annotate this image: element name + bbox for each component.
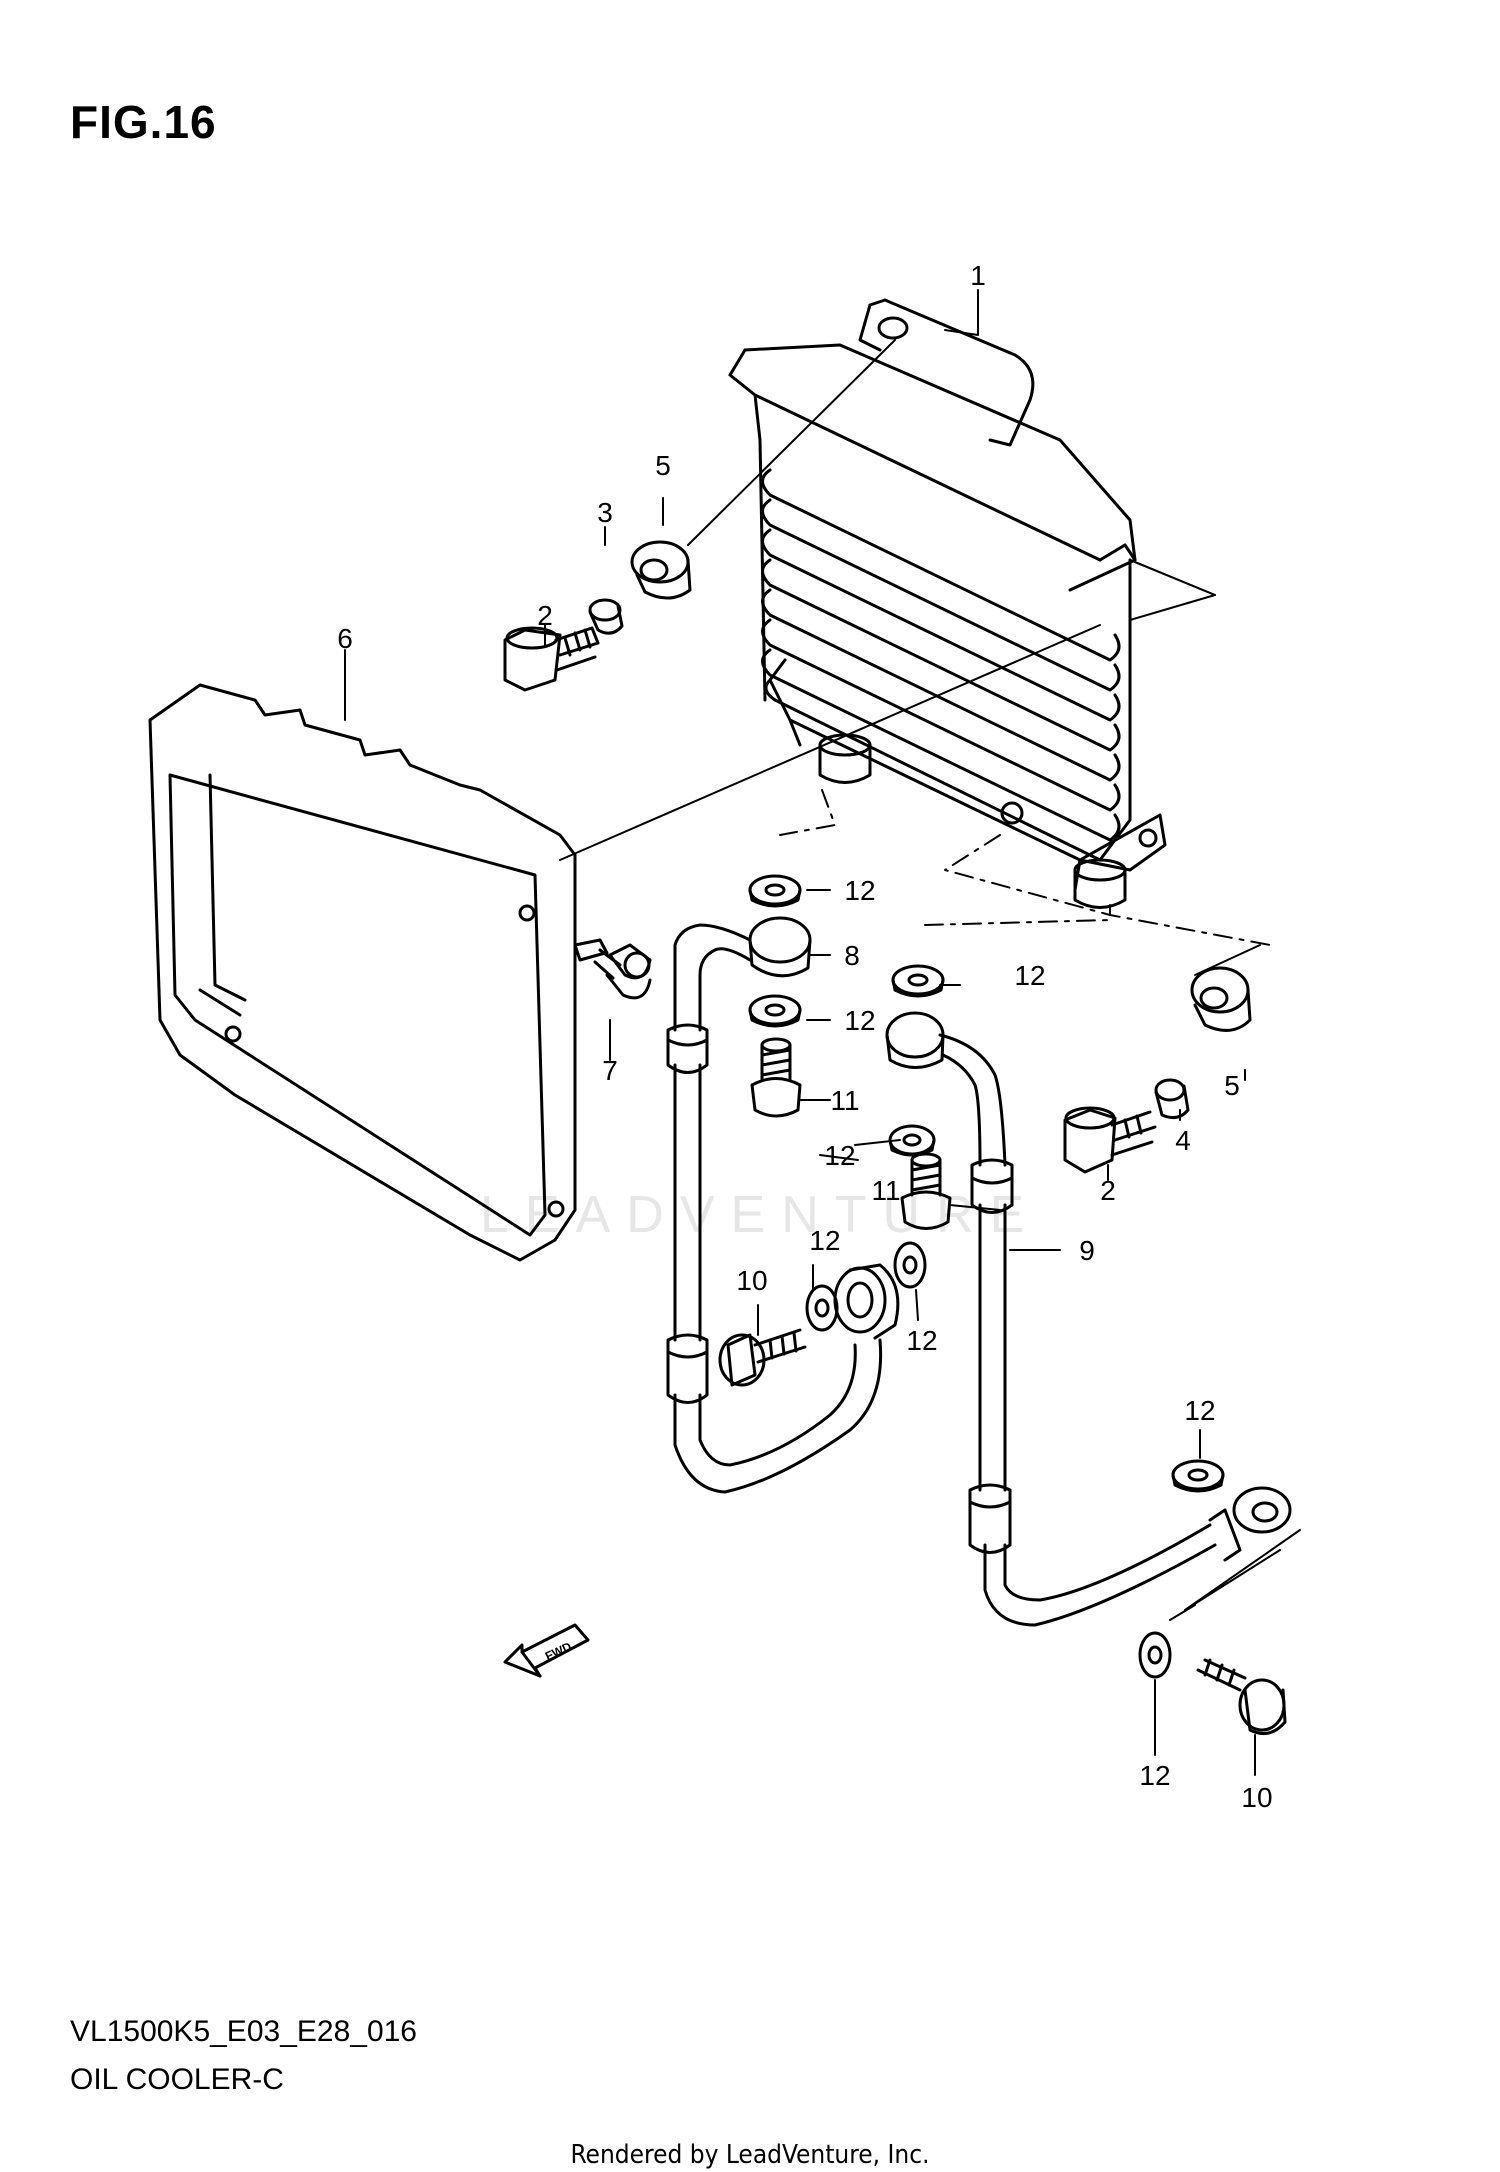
leader-lines bbox=[344, 289, 1301, 1776]
section-name: OIL COOLER-C bbox=[70, 2063, 284, 2096]
cushion-lower[interactable] bbox=[1190, 966, 1252, 1032]
callout-5-upper: 5 bbox=[655, 450, 671, 481]
callout-12-g: 12 bbox=[1184, 1395, 1215, 1426]
callout-10-a: 10 bbox=[736, 1265, 767, 1296]
model-code: VL1500K5_E03_E28_016 bbox=[70, 2015, 417, 2048]
callout-2-lower: 2 bbox=[1100, 1175, 1116, 1206]
callout-3: 3 bbox=[597, 497, 613, 528]
oil-cooler-core[interactable] bbox=[728, 298, 1167, 909]
callout-5-lower: 5 bbox=[1224, 1070, 1240, 1101]
callout-8: 8 bbox=[844, 940, 860, 971]
callout-12-a: 12 bbox=[844, 875, 875, 906]
callout-11-a: 11 bbox=[830, 1085, 859, 1116]
gasket-12-e[interactable] bbox=[805, 1284, 839, 1332]
gasket-12-b[interactable] bbox=[748, 994, 802, 1028]
gasket-12-c[interactable] bbox=[891, 964, 945, 998]
gasket-12-g[interactable] bbox=[1171, 1459, 1225, 1493]
callout-12-b: 12 bbox=[844, 1005, 875, 1036]
bolt-10-b[interactable] bbox=[1196, 1658, 1287, 1736]
union-bolt-11-a[interactable] bbox=[750, 1037, 802, 1118]
callout-2-upper: 2 bbox=[537, 600, 553, 631]
oil-cooler-shroud[interactable] bbox=[148, 683, 577, 1262]
union-bolt-11-b[interactable] bbox=[900, 1152, 952, 1230]
callout-6: 6 bbox=[337, 623, 353, 654]
rendered-by-credit: Rendered by LeadVenture, Inc. bbox=[570, 2140, 930, 2170]
gasket-12-d[interactable] bbox=[888, 1124, 936, 1157]
collar-upper[interactable] bbox=[588, 598, 624, 635]
bolt-shroud[interactable] bbox=[573, 938, 652, 1000]
callout-7: 7 bbox=[602, 1055, 618, 1086]
gasket-12-a[interactable] bbox=[748, 874, 802, 908]
callout-labels: 1 2 3 5 6 12 8 12 7 11 12 11 12 10 12 5 … bbox=[337, 260, 1272, 1813]
callout-4: 4 bbox=[1175, 1125, 1191, 1156]
callout-12-e: 12 bbox=[906, 1325, 937, 1356]
callout-12-d: 12 bbox=[809, 1225, 840, 1256]
callout-10-b: 10 bbox=[1241, 1782, 1272, 1813]
bolt-upper[interactable] bbox=[503, 626, 600, 692]
callout-9: 9 bbox=[1079, 1235, 1095, 1266]
cushion-upper[interactable] bbox=[630, 540, 692, 600]
callout-12-c: 12 bbox=[824, 1140, 855, 1171]
oil-hose-inlet[interactable] bbox=[666, 916, 900, 1494]
bolt-lower[interactable] bbox=[1063, 1106, 1157, 1174]
oil-hose-outlet[interactable] bbox=[885, 1011, 1292, 1627]
collar-lower[interactable] bbox=[1154, 1078, 1190, 1120]
figure-title: FIG.16 bbox=[70, 96, 217, 148]
forward-arrow-icon bbox=[503, 1623, 590, 1678]
callout-1: 1 bbox=[970, 260, 986, 291]
gasket-12-h[interactable] bbox=[1138, 1631, 1172, 1679]
callout-12-h: 12 bbox=[1139, 1760, 1170, 1791]
callout-11-b: 11 bbox=[871, 1175, 900, 1206]
gasket-12-f[interactable] bbox=[893, 1241, 927, 1289]
callout-12-f: 12 bbox=[1014, 960, 1045, 991]
bolt-10-a[interactable] bbox=[718, 1328, 807, 1387]
